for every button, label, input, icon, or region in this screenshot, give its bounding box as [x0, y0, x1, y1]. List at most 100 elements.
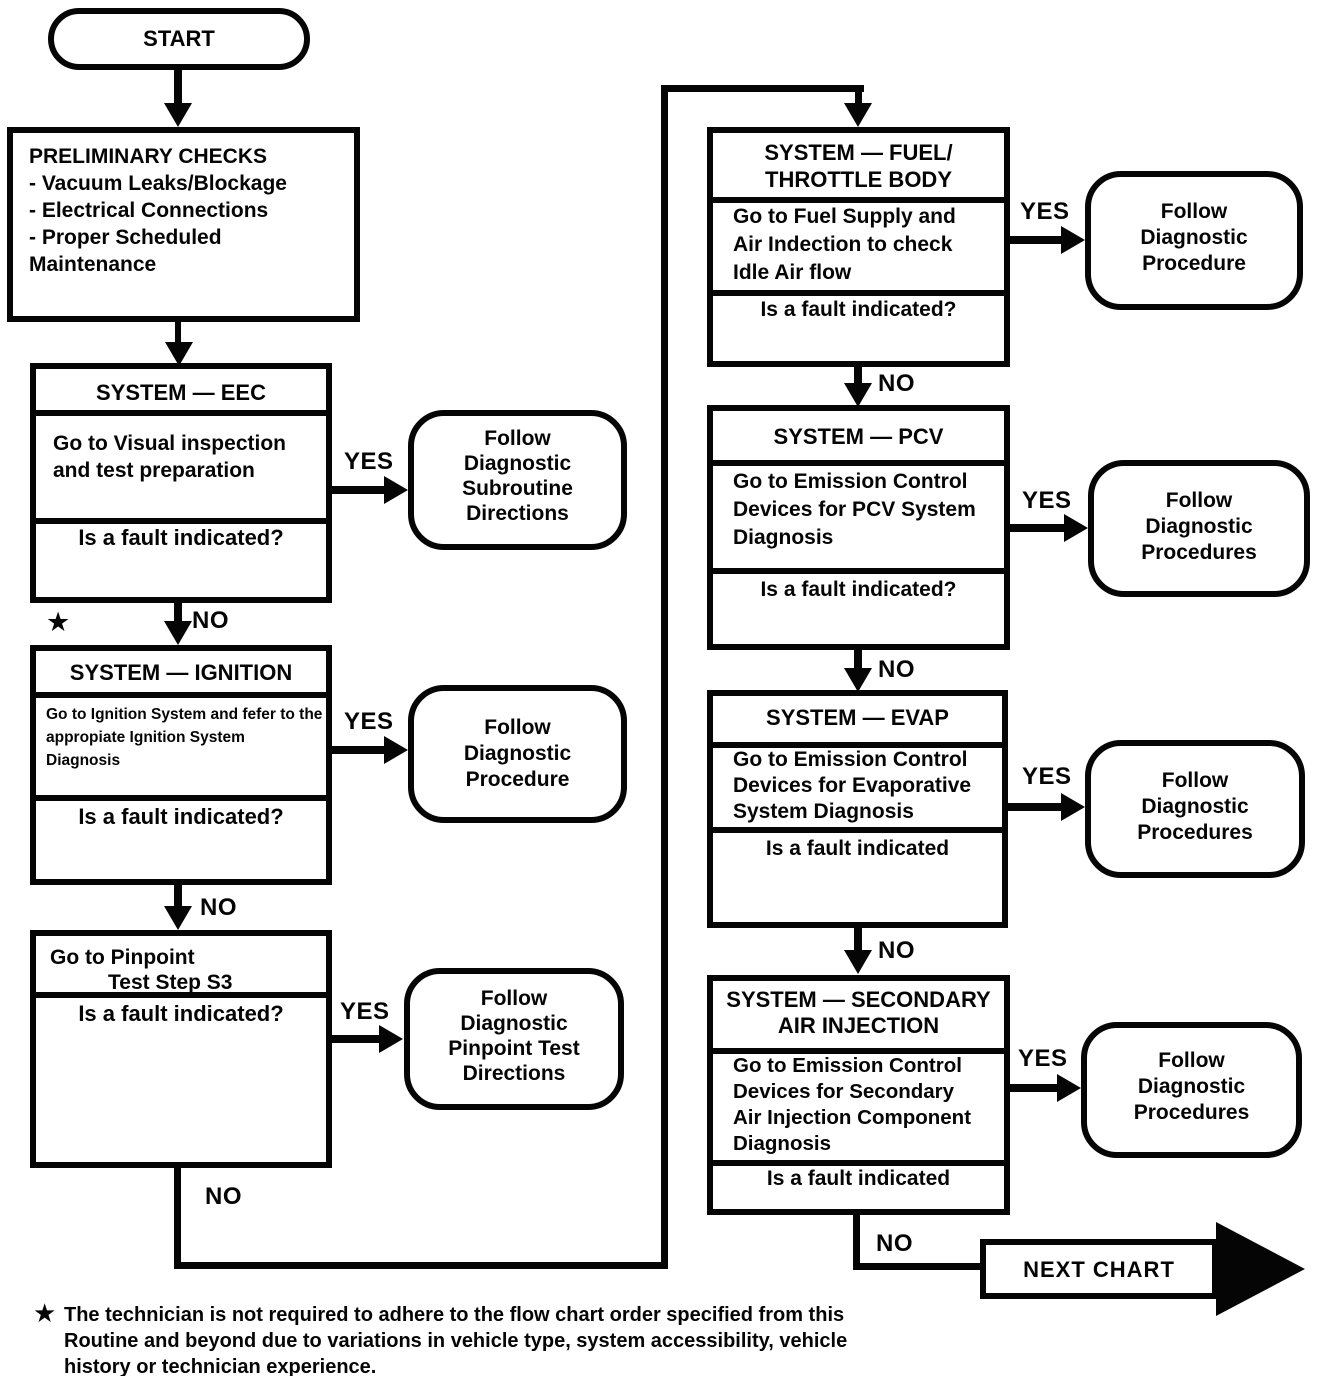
system-pcv-title: SYSTEM — PCV [773, 424, 944, 449]
system-evap-question: Is a fault indicated [765, 837, 950, 860]
arrow-head-icon [379, 1025, 403, 1053]
arrow-shaft [175, 322, 181, 348]
arrow-shaft [854, 928, 862, 954]
system-eec-title: SYSTEM — EEC [96, 380, 266, 405]
next-chart-box: NEXT CHART [980, 1239, 1218, 1299]
divider [36, 692, 326, 698]
pinpoint-question: Is a fault indicated? [78, 1001, 284, 1026]
start-label: START [143, 26, 215, 51]
arrow-shaft [332, 486, 386, 494]
arrow-shaft [1010, 1084, 1059, 1092]
arrow-head-icon [1061, 793, 1085, 821]
arrow-head-icon [165, 342, 193, 366]
divider [36, 992, 326, 998]
arrow-shaft [854, 367, 862, 387]
arrow-head-icon [844, 383, 872, 407]
arrow-head-icon [384, 736, 408, 764]
divider [36, 795, 326, 801]
system-pcv-question: Is a fault indicated? [760, 578, 957, 601]
yes-label: YES [340, 998, 390, 1025]
divider [36, 518, 326, 524]
preliminary-checks-text: PRELIMINARY CHECKS- Vacuum Leaks/Blockag… [29, 145, 287, 276]
system-secondary-air-question: Is a fault indicated [766, 1167, 951, 1190]
no-label: NO [876, 1230, 913, 1257]
divider [713, 1160, 1004, 1166]
arrow-shaft [1008, 803, 1063, 811]
arrow-head-icon [844, 103, 872, 127]
system-fuel-title: SYSTEM — FUEL/THROTTLE BODY [764, 140, 953, 192]
arrow-head-icon [1061, 226, 1085, 254]
star-icon: ★ [46, 607, 71, 637]
arrow-head-icon [164, 103, 192, 127]
no-label: NO [878, 370, 915, 397]
arrow-shaft [1010, 236, 1063, 244]
arrow-head-icon [164, 621, 192, 645]
pinpoint-test-box: Go to Pinpoint Test Step S3 Is a fault i… [30, 930, 332, 1168]
system-ignition-box: SYSTEM — IGNITION Go to Ignition System … [30, 645, 332, 885]
connector-line [174, 1168, 181, 1269]
connector-line [174, 1262, 668, 1269]
yes-label: YES [1020, 198, 1070, 225]
system-fuel-question: Is a fault indicated? [760, 298, 957, 321]
connector-line [853, 1215, 860, 1270]
connector-line [661, 85, 668, 1269]
system-ignition-title: SYSTEM — IGNITION [69, 660, 293, 685]
arrow-head-icon [1064, 514, 1088, 542]
connector-line [853, 1263, 980, 1270]
arrow-shaft [174, 70, 182, 110]
start-terminal: START [48, 8, 310, 70]
arrow-head-icon [164, 906, 192, 930]
no-label: NO [205, 1183, 242, 1210]
divider [713, 197, 1004, 203]
footnote-text: The technician is not required to adhere… [64, 1304, 848, 1376]
system-ignition-question: Is a fault indicated? [78, 804, 284, 829]
footnote-star-icon: ★ [33, 1298, 57, 1328]
preliminary-checks-box: PRELIMINARY CHECKS- Vacuum Leaks/Blockag… [7, 127, 360, 322]
arrow-shaft [332, 1035, 381, 1043]
divider [713, 460, 1004, 466]
system-eec-question: Is a fault indicated? [78, 525, 284, 550]
divider [713, 290, 1004, 296]
yes-label: YES [1018, 1045, 1068, 1072]
no-label: NO [878, 937, 915, 964]
yes-label: YES [1022, 487, 1072, 514]
arrow-shaft [332, 746, 386, 754]
arrow-shaft [1010, 524, 1066, 532]
connector-line [661, 85, 864, 92]
no-label: NO [878, 656, 915, 683]
divider [713, 1048, 1004, 1054]
pinpoint-title-line1: Go to Pinpoint [50, 946, 195, 969]
arrow-shaft [174, 603, 182, 623]
next-chart-arrow-icon [1216, 1222, 1305, 1316]
arrow-head-icon [844, 668, 872, 692]
divider [713, 827, 1002, 833]
arrow-shaft [854, 650, 862, 670]
arrow-head-icon [844, 950, 872, 974]
system-fuel-box: SYSTEM — FUEL/THROTTLE BODY Go to Fuel S… [707, 127, 1010, 367]
arrow-head-icon [1057, 1074, 1081, 1102]
